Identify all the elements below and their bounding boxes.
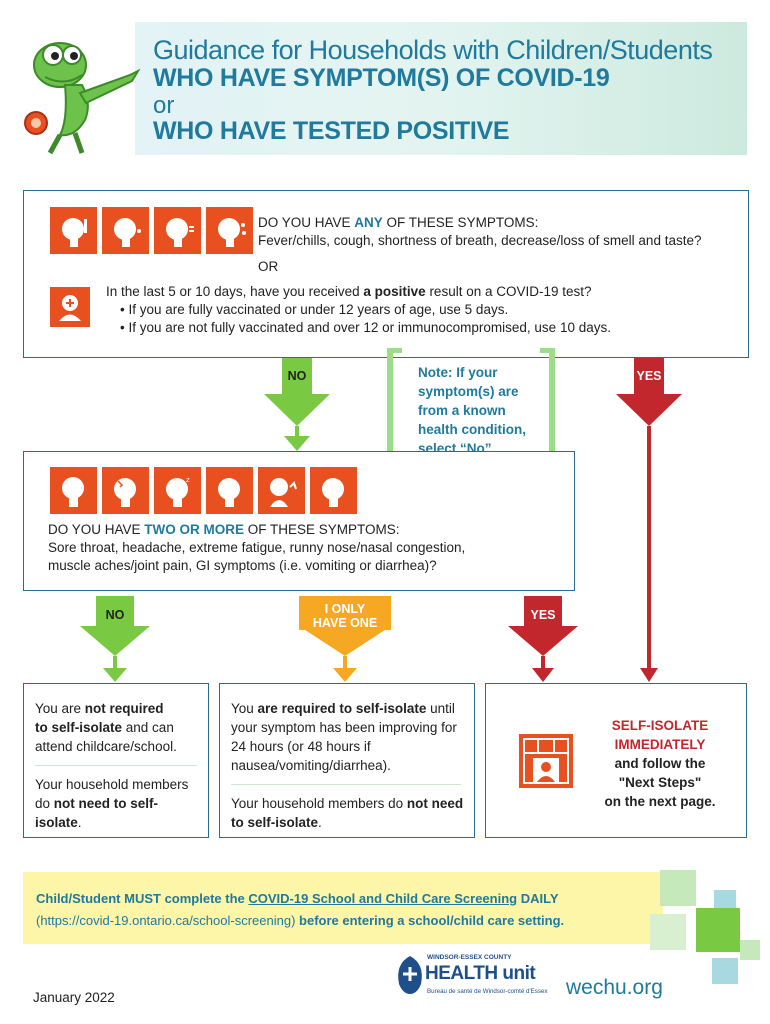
result-one-box <box>219 683 475 838</box>
gi-symptoms-icon <box>310 467 357 514</box>
runny-nose-icon <box>206 467 253 514</box>
header-title-line3: WHO HAVE TESTED POSITIVE <box>153 117 510 145</box>
arrow-yes-1-label: YES <box>636 369 662 383</box>
arrow-no-1 <box>264 358 330 451</box>
positive-test-icon <box>50 287 90 327</box>
shortness-of-breath-icon <box>154 207 201 254</box>
or-label: OR <box>258 259 279 274</box>
arrow-one <box>299 596 391 682</box>
screening-link[interactable]: COVID-19 School and Child Care Screening <box>248 891 518 906</box>
result-one-text: You are required to self-isolate until y… <box>231 701 464 830</box>
symptom-icons-row2: z <box>50 467 357 514</box>
self-isolate-house-icon <box>519 734 573 788</box>
health-unit-logo: WINDSOR-ESSEX COUNTY HEALTH unit Bureau … <box>395 952 555 1004</box>
bullet-5-days: • If you are fully vaccinated or under 1… <box>120 302 509 317</box>
muscle-aches-icon <box>258 467 305 514</box>
arrow-yes-2 <box>508 596 578 682</box>
arrow-no-1-label: NO <box>287 369 307 383</box>
footer-text: Child/Student MUST complete the COVID-19… <box>36 891 565 928</box>
cough-icon <box>102 207 149 254</box>
header-band <box>135 22 747 155</box>
screening-url[interactable]: (https://covid-19.ontario.ca/school-scre… <box>36 913 296 928</box>
question3-text: DO YOU HAVE TWO OR MORE OF THESE SYMPTOM… <box>48 522 466 573</box>
website-link[interactable]: wechu.org <box>566 976 663 999</box>
fever-icon <box>50 207 97 254</box>
arrow-no-2 <box>80 596 150 682</box>
arrow-no-2-label: NO <box>105 608 125 622</box>
question1-text: DO YOU HAVE ANY OF THESE SYMPTOMS: Fever… <box>258 215 702 248</box>
fatigue-icon: z <box>154 467 201 514</box>
decorative-squares <box>650 870 760 984</box>
arrow-yes-1 <box>616 358 682 682</box>
question2-text: In the last 5 or 10 days, have you recei… <box>106 284 611 335</box>
result-no-box <box>23 683 209 838</box>
loss-of-smell-icon <box>206 207 253 254</box>
header-title-or: or <box>153 92 175 119</box>
health-unit-logo-icon <box>398 956 422 994</box>
footer-banner <box>23 872 663 944</box>
chameleon-mascot-icon <box>24 42 141 155</box>
arrow-yes-2-label: YES <box>530 608 556 622</box>
result-yes-text: SELF-ISOLATE IMMEDIATELY and follow the … <box>604 718 716 809</box>
date-label: January 2022 <box>33 990 115 1005</box>
sore-throat-icon <box>50 467 97 514</box>
question1-symptoms: Fever/chills, cough, shortness of breath… <box>258 233 702 248</box>
headache-icon <box>102 467 149 514</box>
svg-text:z: z <box>186 476 190 484</box>
header-title-line2: WHO HAVE SYMPTOM(S) OF COVID-19 <box>153 64 610 92</box>
note-text: Note: If your symptom(s) are from a know… <box>418 365 526 456</box>
symptom-icons-row1 <box>50 207 253 254</box>
bullet-10-days: • If you are not fully vaccinated and ov… <box>120 320 611 335</box>
header-title-line1: Guidance for Households with Children/St… <box>153 35 713 65</box>
